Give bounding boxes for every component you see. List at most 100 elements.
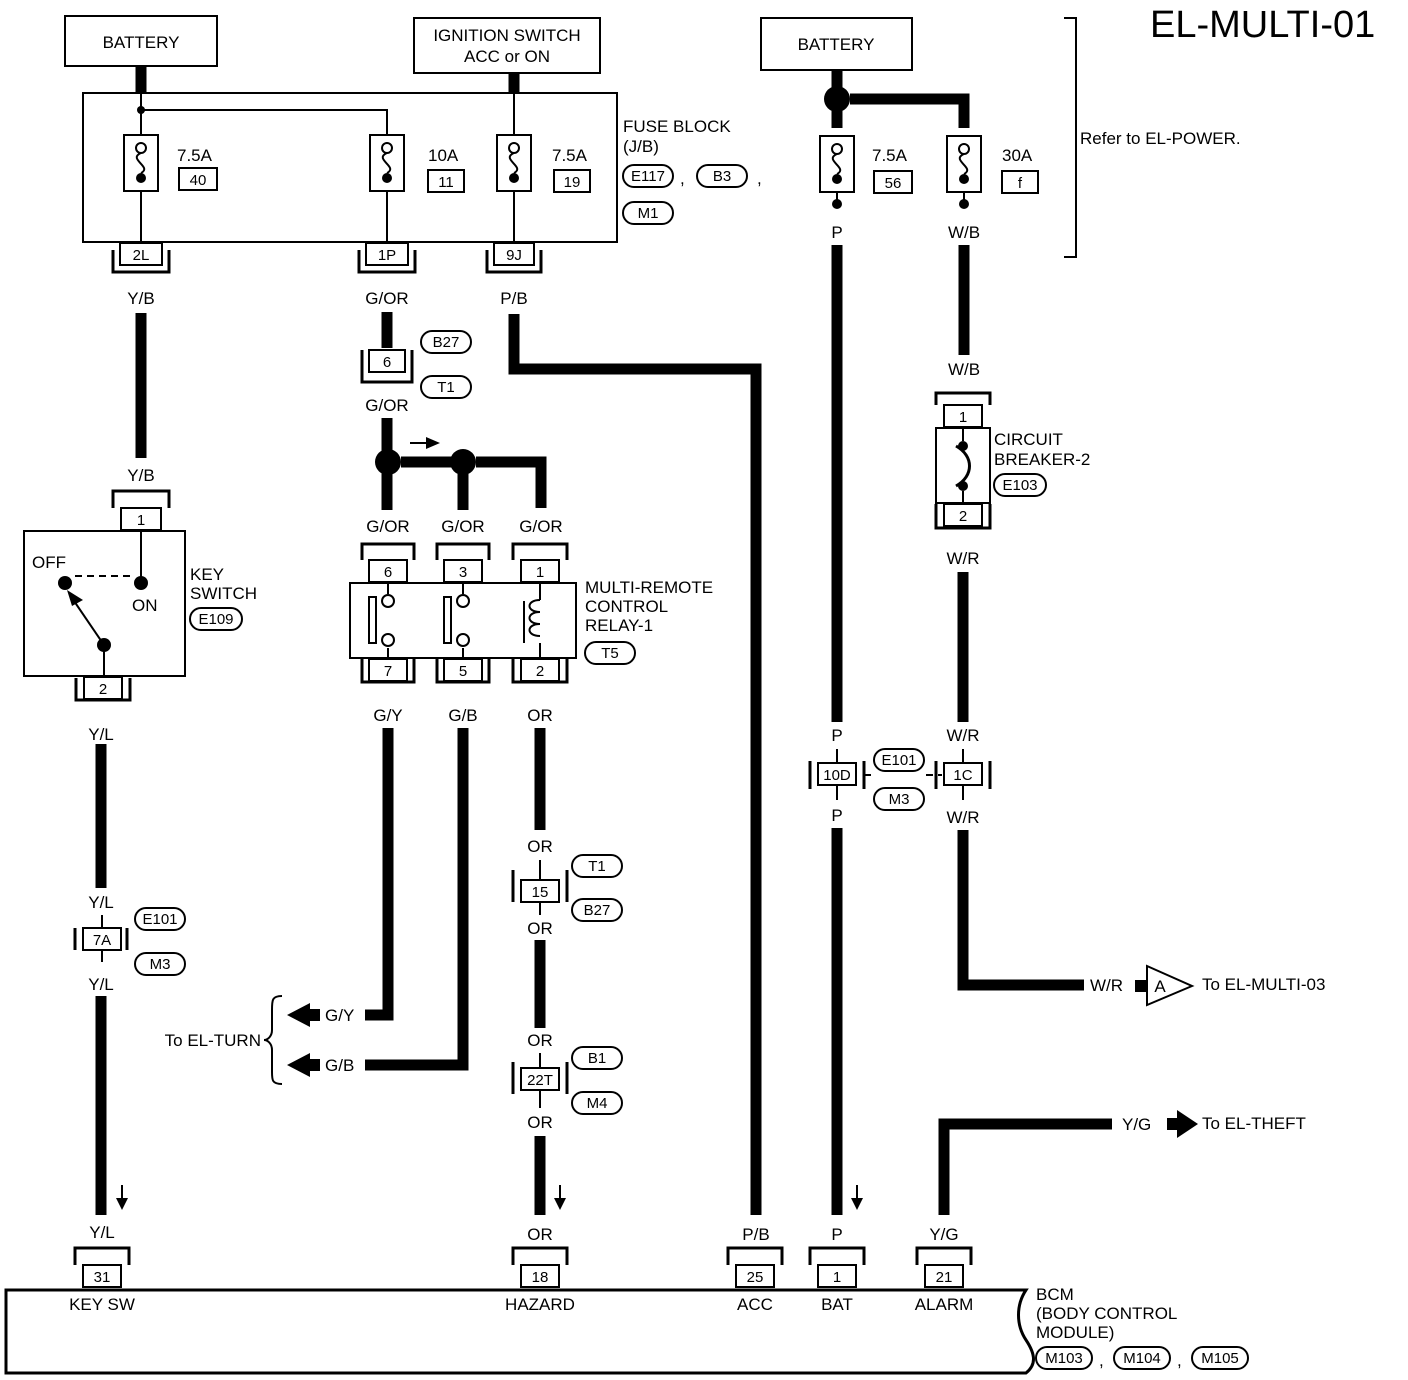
bcm-pin-18: 18 bbox=[532, 1269, 549, 1286]
breaker-label-2: BREAKER-2 bbox=[994, 450, 1090, 469]
destination-el-turn: To EL-TURN bbox=[165, 1031, 261, 1050]
breaker-pin-2: 2 bbox=[959, 508, 967, 525]
connector-10d: 10D bbox=[808, 749, 866, 800]
wire-color-yb-2: Y/B bbox=[127, 466, 154, 485]
wire-color-gb-1: G/B bbox=[448, 706, 477, 725]
fuse-block: 7.5A 40 10A 11 7.5A 19 bbox=[82, 92, 618, 243]
wire-color-wr-3: W/R bbox=[946, 808, 979, 827]
wire-color-wr-1: W/R bbox=[946, 549, 979, 568]
wire-color-yl-3: Y/L bbox=[88, 975, 114, 994]
destination-el-multi-03: To EL-MULTI-03 bbox=[1202, 975, 1325, 994]
fuse-f-icon bbox=[946, 135, 982, 193]
wire-color-yg-1: Y/G bbox=[1122, 1115, 1151, 1134]
bcm-terminal-1: 1 BAT bbox=[808, 1246, 866, 1314]
key-switch-label-1: KEY bbox=[190, 565, 224, 584]
multi-remote-relay: 6 3 1 7 5 2 bbox=[349, 542, 577, 684]
arrow-right-icon bbox=[426, 437, 440, 449]
bcm-terminal-25: 25 ACC bbox=[726, 1246, 784, 1314]
connector-m103: M103 bbox=[1045, 1350, 1083, 1367]
arrow-right-icon bbox=[1167, 1110, 1198, 1138]
pin-2l-label: 2L bbox=[133, 247, 150, 264]
battery-left-label: BATTERY bbox=[103, 33, 180, 52]
battery-left: BATTERY bbox=[64, 15, 218, 67]
arrow-down-icon bbox=[851, 1198, 863, 1210]
pin-9j: 9J bbox=[485, 242, 543, 274]
wire-color-gor-1: G/OR bbox=[365, 289, 408, 308]
breaker-pin-1: 1 bbox=[959, 409, 967, 426]
wire-color-gy-2: G/Y bbox=[325, 1006, 354, 1025]
wire-color-or-4: OR bbox=[527, 1031, 553, 1050]
fuse-block-label-1: FUSE BLOCK bbox=[623, 117, 731, 136]
fuse-40-number: 40 bbox=[190, 172, 207, 189]
connector-m1: M1 bbox=[638, 205, 659, 222]
page-title: EL-MULTI-01 bbox=[1150, 4, 1375, 46]
bcm-pin-31: 31 bbox=[94, 1269, 111, 1286]
fuse-56-icon bbox=[819, 135, 855, 193]
arrow-down-icon bbox=[116, 1198, 128, 1210]
battery-right: BATTERY bbox=[760, 17, 913, 71]
fuse-11-rating: 10A bbox=[428, 146, 459, 165]
connector-15-tag-1: T1 bbox=[588, 858, 606, 875]
refer-el-power: Refer to EL-POWER. bbox=[1080, 129, 1241, 148]
bcm-label-1: BCM bbox=[1036, 1285, 1074, 1304]
wire-color-yl-1: Y/L bbox=[88, 725, 114, 744]
connector-6-pin: 6 bbox=[383, 354, 391, 371]
circuit-breaker: 1 2 bbox=[934, 391, 992, 530]
key-switch-label-2: SWITCH bbox=[190, 584, 257, 603]
wire-color-or-2: OR bbox=[527, 837, 553, 856]
wire-gor-split bbox=[401, 456, 547, 510]
relay-pin-3: 3 bbox=[459, 564, 467, 581]
connector-22t: 22T bbox=[511, 1053, 569, 1108]
wire-color-or-3: OR bbox=[527, 919, 553, 938]
wire-color-gor-3: G/OR bbox=[366, 517, 409, 536]
breaker-label-1: CIRCUIT bbox=[994, 430, 1063, 449]
wire-color-wr-4: W/R bbox=[1090, 976, 1123, 995]
wire-color-p-2: P bbox=[831, 726, 842, 745]
connector-6: 6 bbox=[360, 349, 414, 384]
wire-yg bbox=[938, 1118, 1112, 1215]
relay-label-2: CONTROL bbox=[585, 597, 668, 616]
fuse-19-number: 19 bbox=[564, 174, 581, 191]
bcm-pin-1: 1 bbox=[833, 1269, 841, 1286]
wire-color-yb-1: Y/B bbox=[127, 289, 154, 308]
bcm-pin-21: 21 bbox=[936, 1269, 953, 1286]
pin-9j-label: 9J bbox=[506, 247, 522, 264]
wire-battery-right-branch bbox=[850, 93, 970, 128]
fuse-f-rating: 30A bbox=[1002, 146, 1033, 165]
relay-pin-6: 6 bbox=[384, 564, 392, 581]
connector-e109: E109 bbox=[198, 611, 233, 628]
bcm-terminal-bat: BAT bbox=[821, 1295, 853, 1314]
wire-color-wb-2: W/B bbox=[948, 360, 980, 379]
connector-6-tag-2: T1 bbox=[437, 379, 455, 396]
ignition-label-1: IGNITION SWITCH bbox=[433, 26, 580, 45]
fuse-block-label-2: (J/B) bbox=[623, 137, 659, 156]
bcm-terminal-alarm: ALARM bbox=[915, 1295, 974, 1314]
connector-a-icon bbox=[1146, 964, 1195, 1007]
fuse-11-number: 11 bbox=[438, 174, 454, 191]
wire-pb bbox=[508, 314, 762, 1215]
wire-color-gor-4: G/OR bbox=[441, 517, 484, 536]
relay-pin-7: 7 bbox=[384, 663, 392, 680]
connector-10d-tag-1: E101 bbox=[881, 752, 916, 769]
separator: , bbox=[680, 169, 685, 188]
connector-a-tag: A bbox=[1154, 977, 1166, 996]
connector-10d-tag-2: M3 bbox=[889, 791, 910, 808]
fuse-f-number: f bbox=[1018, 175, 1023, 192]
bcm-label-3: MODULE) bbox=[1036, 1323, 1114, 1342]
bcm-terminal-acc: ACC bbox=[737, 1295, 773, 1314]
connector-6-tag-1: B27 bbox=[433, 334, 460, 351]
arrow-left-icon bbox=[287, 1003, 320, 1027]
relay-pin-5: 5 bbox=[459, 663, 467, 680]
fuse-19-rating: 7.5A bbox=[552, 146, 588, 165]
wire-color-or-1: OR bbox=[527, 706, 553, 725]
fuse-19-icon bbox=[496, 134, 532, 192]
separator: , bbox=[757, 169, 762, 188]
wire-color-gy-1: G/Y bbox=[373, 706, 402, 725]
connector-15: 15 bbox=[511, 860, 569, 915]
key-switch-on: ON bbox=[132, 596, 158, 615]
connector-t5: T5 bbox=[601, 645, 619, 662]
connector-e103: E103 bbox=[1002, 477, 1037, 494]
wire-color-p-1: P bbox=[831, 223, 842, 242]
ignition-label-2: ACC or ON bbox=[464, 47, 550, 66]
